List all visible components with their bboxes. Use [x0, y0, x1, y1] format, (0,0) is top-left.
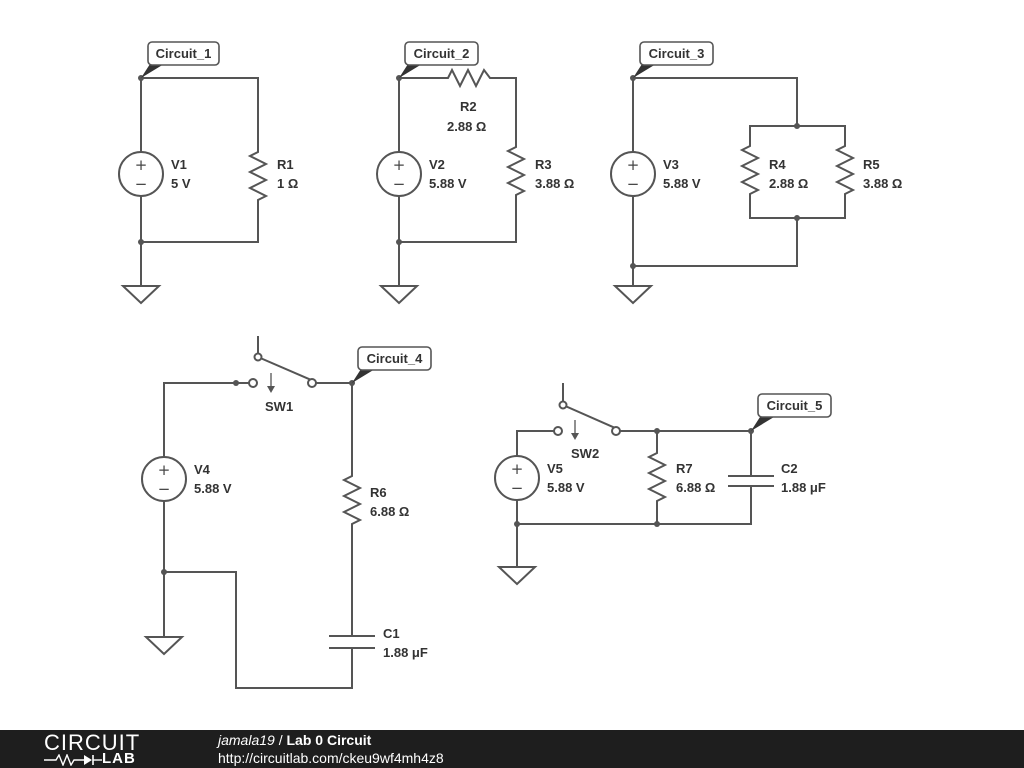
resistor-r6	[341, 472, 363, 529]
logo-text-lab: LAB	[102, 750, 136, 767]
c2-value: 1.88 μF	[781, 480, 826, 495]
circuitlab-logo[interactable]: CIRCUIT LAB	[44, 732, 184, 766]
v1-name: V1	[171, 157, 187, 172]
sw1-name: SW1	[265, 399, 293, 414]
net-tag-circuit-2[interactable]: Circuit_2	[399, 41, 479, 78]
v4-name: V4	[194, 462, 211, 477]
svg-text:+: +	[627, 156, 640, 174]
r5-value: 3.88 Ω	[863, 176, 902, 191]
svg-text:−: −	[393, 175, 406, 193]
circuit-1: + − V1 5 V R1 1 Ω Circuit_1	[118, 41, 298, 305]
svg-text:Circuit_2: Circuit_2	[414, 46, 470, 61]
v1-value: 5 V	[171, 176, 191, 191]
svg-text:−: −	[158, 480, 171, 498]
svg-text:Circuit_5: Circuit_5	[767, 398, 823, 413]
circuit-4: + − SW1 V4 5.88 V R6 6.88 Ω C1 1.88 μF C…	[141, 336, 432, 689]
resistor-r5	[834, 142, 856, 199]
schematic-canvas: + − V1 5 V R1 1 Ω Circuit_1 +	[118, 41, 902, 689]
switch-sw1[interactable]	[248, 336, 317, 393]
net-tag-circuit-4[interactable]: Circuit_4	[352, 346, 432, 383]
v5-value: 5.88 V	[547, 480, 585, 495]
ground-symbol	[612, 285, 654, 305]
r6-value: 6.88 Ω	[370, 504, 409, 519]
svg-text:−: −	[627, 175, 640, 193]
title-separator: /	[274, 732, 287, 748]
svg-text:+: +	[393, 156, 406, 174]
ground-symbol	[378, 285, 420, 305]
voltage-source-v1: + −	[118, 151, 164, 197]
r7-name: R7	[676, 461, 693, 476]
v2-name: V2	[429, 157, 445, 172]
c1-value: 1.88 μF	[383, 645, 428, 660]
v3-name: V3	[663, 157, 679, 172]
v4-value: 5.88 V	[194, 481, 232, 496]
v2-value: 5.88 V	[429, 176, 467, 191]
svg-text:Circuit_1: Circuit_1	[156, 46, 212, 61]
resistor-r7	[646, 449, 668, 506]
v3-value: 5.88 V	[663, 176, 701, 191]
r4-value: 2.88 Ω	[769, 176, 808, 191]
resistor-r3	[505, 144, 527, 198]
net-tag-circuit-5[interactable]: Circuit_5	[751, 393, 832, 431]
author-link[interactable]: jamala19	[218, 732, 275, 748]
r7-value: 6.88 Ω	[676, 480, 715, 495]
waveform-icon	[44, 754, 102, 766]
switch-sw2[interactable]	[553, 383, 621, 440]
svg-text:Circuit_3: Circuit_3	[649, 46, 705, 61]
c2-name: C2	[781, 461, 798, 476]
circuit-3: + − V3 5.88 V R4 2.88 Ω R5 3.88 Ω Circui…	[610, 41, 902, 305]
resistor-r2	[443, 67, 495, 89]
circuit-5: + − SW2 V5 5.88 V R7 6.88 Ω C2 1.88 μF C…	[494, 383, 832, 586]
r5-name: R5	[863, 157, 880, 172]
voltage-source-v5: + −	[494, 455, 540, 501]
ground-symbol	[143, 636, 185, 656]
r2-name: R2	[460, 99, 477, 114]
circuit-2: + − R2 2.88 Ω V2 5.88 V R3 3.88 Ω Circui…	[376, 41, 574, 305]
ground-symbol	[496, 566, 538, 586]
capacitor-c1	[329, 635, 375, 649]
r3-name: R3	[535, 157, 552, 172]
svg-text:+: +	[511, 460, 524, 478]
r1-name: R1	[277, 157, 294, 172]
svg-text:−: −	[135, 175, 148, 193]
circuit-title: Lab 0 Circuit	[286, 732, 372, 748]
r3-value: 3.88 Ω	[535, 176, 574, 191]
r2-value: 2.88 Ω	[447, 119, 486, 134]
r1-value: 1 Ω	[277, 176, 298, 191]
ground-symbol	[120, 285, 162, 305]
capacitor-c2	[728, 475, 774, 487]
v5-name: V5	[547, 461, 563, 476]
resistor-r4	[739, 142, 761, 199]
footer-title-line: jamala19 / Lab 0 Circuit	[218, 732, 371, 748]
svg-text:Circuit_4: Circuit_4	[367, 351, 423, 366]
svg-text:+: +	[158, 461, 171, 479]
circuit-url-link[interactable]: http://circuitlab.com/ckeu9wf4mh4z8	[218, 750, 444, 766]
voltage-source-v4: + −	[141, 456, 187, 502]
net-tag-circuit-3[interactable]: Circuit_3	[633, 41, 714, 78]
voltage-source-v3: + −	[610, 151, 656, 197]
net-tag-circuit-1[interactable]: Circuit_1	[141, 41, 220, 78]
voltage-source-v2: + −	[376, 151, 422, 197]
r4-name: R4	[769, 157, 786, 172]
sw2-name: SW2	[571, 446, 599, 461]
logo-text-circuit: CIRCUIT	[44, 730, 141, 755]
svg-text:−: −	[511, 479, 524, 497]
c1-name: C1	[383, 626, 400, 641]
footer-bar: CIRCUIT LAB jamala19 / Lab 0 Circuit htt…	[0, 730, 1024, 768]
svg-text:+: +	[135, 156, 148, 174]
r6-name: R6	[370, 485, 387, 500]
resistor-r1	[247, 149, 269, 203]
